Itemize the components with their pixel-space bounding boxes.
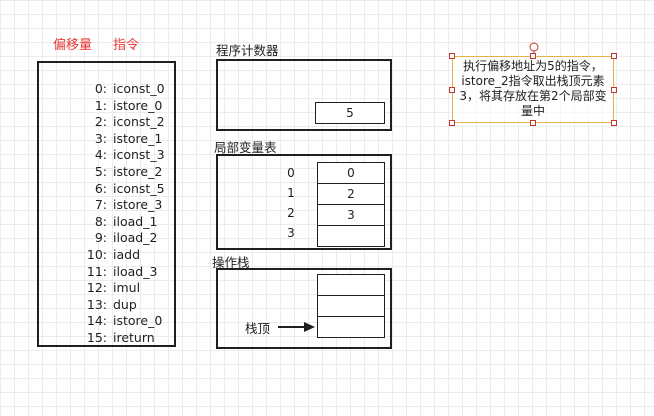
stack-slot <box>317 274 385 296</box>
instruction-offset: 2: <box>94 114 107 130</box>
stack-title: 操作栈 <box>212 255 250 270</box>
instruction-offset: 14: <box>86 313 107 329</box>
stack-top-label: 栈顶 <box>245 321 271 336</box>
annotation-note[interactable]: 执行偏移地址为5的指令，istore_2指令取出栈顶元素3，将其存放在第2个局部… <box>452 56 614 123</box>
resize-handle-bottom-left[interactable] <box>449 120 455 126</box>
instruction-opcode: istore_0 <box>113 97 163 113</box>
instruction-offset: 9: <box>94 230 107 246</box>
instruction-header: 指令 <box>113 38 140 53</box>
instruction-opcode: imul <box>113 280 141 296</box>
instruction-offset: 10: <box>86 247 107 262</box>
stack-slot <box>317 316 385 338</box>
resize-handle-top[interactable] <box>530 53 536 59</box>
instruction-offset: 1: <box>94 97 107 113</box>
local-value-cell <box>317 225 385 247</box>
instruction-offset: 8: <box>94 213 107 229</box>
stack-box: 栈顶 <box>216 268 392 349</box>
instruction-opcode: istore_2 <box>113 164 163 179</box>
instruction-list-box: 0: iconst_0 1: istore_0 2: iconst_2 3: istore_1… <box>37 61 176 347</box>
instruction-offset: 4: <box>94 147 107 163</box>
local-index: 3 <box>287 226 295 240</box>
instruction-opcode: istore_3 <box>113 197 163 213</box>
local-index: 2 <box>287 206 295 220</box>
instruction-opcode: istore_1 <box>113 130 163 146</box>
offset-header: 偏移量 <box>53 38 93 53</box>
instruction-offset: 0: <box>94 81 107 96</box>
instruction-opcode: iload_1 <box>113 213 158 229</box>
instruction-offset: 12: <box>86 280 107 296</box>
locals-title: 局部变量表 <box>214 140 277 155</box>
resize-handle-left[interactable] <box>449 87 455 93</box>
instruction-opcode: dup <box>113 296 137 312</box>
instruction-opcode: iload_2 <box>113 230 158 246</box>
resize-handle-top-left[interactable] <box>449 53 455 59</box>
instruction-opcode: iconst_3 <box>113 147 165 163</box>
resize-handle-bottom-right[interactable] <box>611 120 617 126</box>
instruction-opcode: iconst_0 <box>113 81 165 96</box>
instruction-opcode: iload_3 <box>113 263 158 279</box>
instruction-opcode: ireturn <box>113 330 155 345</box>
local-index: 1 <box>287 186 295 200</box>
instruction-offset: 13: <box>86 296 107 312</box>
stack-slot <box>317 295 385 317</box>
instruction-opcode: iconst_2 <box>113 114 165 130</box>
pc-value-cell: 5 <box>315 102 385 124</box>
local-value-cell: 3 <box>317 204 385 226</box>
pc-title: 程序计数器 <box>216 43 279 58</box>
local-value-cell: 2 <box>317 183 385 205</box>
instruction-opcode: iadd <box>113 247 141 262</box>
instruction-opcode: istore_0 <box>113 313 163 329</box>
instruction-offset: 15: <box>86 330 107 345</box>
resize-handle-right[interactable] <box>611 87 617 93</box>
instruction-offset: 11: <box>86 263 107 279</box>
resize-handle-top-right[interactable] <box>611 53 617 59</box>
instruction-offset: 3: <box>94 130 107 146</box>
local-index: 0 <box>287 166 295 180</box>
local-value-cell: 0 <box>317 162 385 184</box>
instruction-offset: 7: <box>94 197 107 213</box>
pc-box: 5 <box>216 59 392 131</box>
instruction-offset: 5: <box>94 164 107 179</box>
instruction-opcode: iconst_5 <box>113 180 165 196</box>
rotate-handle-icon[interactable] <box>527 41 541 59</box>
instruction-offset: 6: <box>94 180 107 196</box>
resize-handle-bottom[interactable] <box>530 120 536 126</box>
stack-top-arrow-icon <box>278 322 315 332</box>
